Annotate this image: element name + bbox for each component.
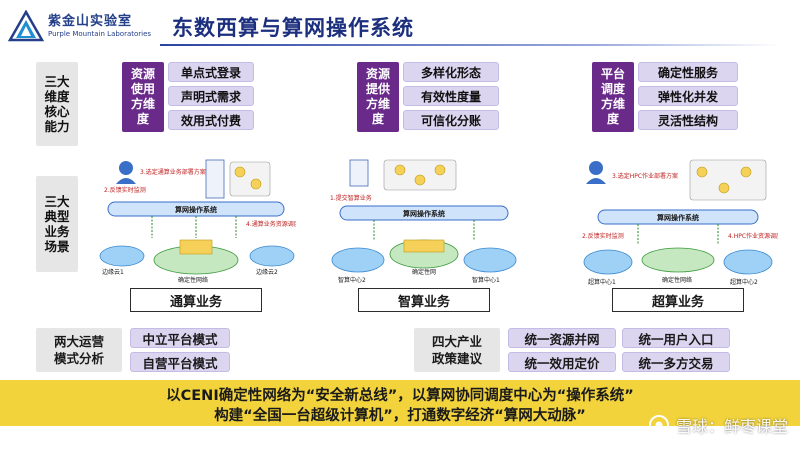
capability-pill: 单点式登录 (168, 62, 254, 82)
lab-logo: 紫金山实验室 Purple Mountain Laboratories (8, 8, 152, 48)
general-computing-diagram: 3.选定通算业务部署方案 2.反馈实时监测 算网操作系统 4.通算业务资源调度 … (99, 159, 296, 284)
dimension-head: 资源 使用 方维 度 (122, 62, 164, 132)
summary-banner: 以CENI确定性网络为“安全新总线”，以算网协同调度中心为“操作系统” 构建“全… (0, 380, 800, 426)
capability-pill: 声明式需求 (168, 86, 254, 106)
capability-pill: 多样化形态 (403, 62, 499, 82)
policy-item: 统一资源并网 (508, 328, 616, 348)
row-label-dimensions: 三大 维度 核心 能力 (36, 62, 78, 146)
svg-text:确定性网络: 确定性网络 (178, 276, 208, 284)
supercomputing-diagram: 3.选定HPC作业部署方案 算网操作系统 2.反馈实时监测 4.HPC作业资源调… (582, 159, 778, 286)
logo-en-text: Purple Mountain Laboratories (48, 30, 152, 38)
scenario-label-general: 通算业务 (130, 288, 262, 312)
svg-text:2.反馈实时监测: 2.反馈实时监测 (104, 186, 146, 194)
scenario-supercomputing: 3.选定HPC作业部署方案 算网操作系统 2.反馈实时监测 4.HPC作业资源调… (578, 156, 778, 314)
svg-text:确定性网络: 确定性网络 (662, 276, 692, 284)
svg-text:2.反馈实时监测: 2.反馈实时监测 (582, 232, 624, 240)
svg-text:4.HPC作业资源调度: 4.HPC作业资源调度 (728, 232, 778, 240)
svg-text:确定性网: 确定性网 (412, 268, 436, 276)
svg-text:3.选定通算业务部署方案: 3.选定通算业务部署方案 (140, 168, 206, 176)
capability-pill: 弹性化并发 (638, 86, 738, 106)
banner-line-1: 以CENI确定性网络为“安全新总线”，以算网协同调度中心为“操作系统” (166, 388, 634, 404)
capability-pill: 有效性度量 (403, 86, 499, 106)
svg-text:4.通算业务资源调度: 4.通算业务资源调度 (246, 220, 296, 228)
svg-text:边缘云1: 边缘云1 (102, 268, 124, 276)
slide-title: 东数西算与算网操作系统 (172, 16, 414, 40)
watermark-text: 雪球：鲜枣课堂 (675, 417, 788, 436)
policy-item: 统一多方交易 (622, 352, 730, 372)
mountain-logo-icon (8, 10, 44, 42)
svg-text:超算中心1: 超算中心1 (588, 278, 616, 286)
policy-item: 统一效用定价 (508, 352, 616, 372)
dimension-head: 平台 调度 方维 度 (592, 62, 634, 132)
svg-text:算网操作系统: 算网操作系统 (402, 209, 445, 218)
policy-label: 四大产业 政策建议 (414, 328, 500, 372)
title-divider (160, 44, 780, 46)
scenario-label-super: 超算业务 (612, 288, 744, 312)
scenario-label-ai: 智算业务 (358, 288, 490, 312)
dimension-group-provider: 资源 提供 方维 度 多样化形态 有效性度量 可信化分账 (357, 62, 499, 132)
policy-item: 统一用户入口 (622, 328, 730, 348)
svg-text:1.提交智算业务: 1.提交智算业务 (330, 194, 372, 202)
svg-text:算网操作系统: 算网操作系统 (174, 205, 217, 214)
dimension-head: 资源 提供 方维 度 (357, 62, 399, 132)
watermark: 雪球：鲜枣课堂 (648, 413, 788, 437)
svg-text:智算中心2: 智算中心2 (338, 276, 366, 284)
capability-pill: 灵活性结构 (638, 110, 738, 130)
ops-mode-label: 两大运营 模式分析 (36, 328, 122, 372)
ai-computing-diagram: 1.提交智算业务 算网操作系统 智算中心2 确定性网 智算中心1 (330, 159, 517, 284)
row-label-scenarios: 三大 典型 业务 场景 (36, 176, 78, 272)
ops-mode-neutral: 中立平台模式 (130, 328, 230, 348)
svg-text:算网操作系统: 算网操作系统 (656, 213, 699, 222)
dimension-group-platform: 平台 调度 方维 度 确定性服务 弹性化并发 灵活性结构 (592, 62, 738, 132)
svg-text:3.选定HPC作业部署方案: 3.选定HPC作业部署方案 (612, 172, 678, 180)
snowball-icon (648, 415, 669, 435)
capability-pill: 可信化分账 (403, 110, 499, 130)
scenario-ai-computing: 1.提交智算业务 算网操作系统 智算中心2 确定性网 智算中心1 智算业务 (324, 156, 524, 314)
svg-text:边缘云2: 边缘云2 (256, 268, 278, 276)
svg-text:智算中心1: 智算中心1 (472, 276, 500, 284)
capability-pill: 确定性服务 (638, 62, 738, 82)
dimension-group-user: 资源 使用 方维 度 单点式登录 声明式需求 效用式付费 (122, 62, 254, 132)
logo-cn-text: 紫金山实验室 (48, 14, 133, 29)
scenario-general-computing: 3.选定通算业务部署方案 2.反馈实时监测 算网操作系统 4.通算业务资源调度 … (96, 156, 296, 314)
capability-pill: 效用式付费 (168, 110, 254, 130)
ops-mode-self: 自营平台模式 (130, 352, 230, 372)
banner-line-2: 构建“全国一台超级计算机”，打通数字经济“算网大动脉” (214, 408, 586, 424)
svg-text:超算中心2: 超算中心2 (730, 278, 758, 286)
